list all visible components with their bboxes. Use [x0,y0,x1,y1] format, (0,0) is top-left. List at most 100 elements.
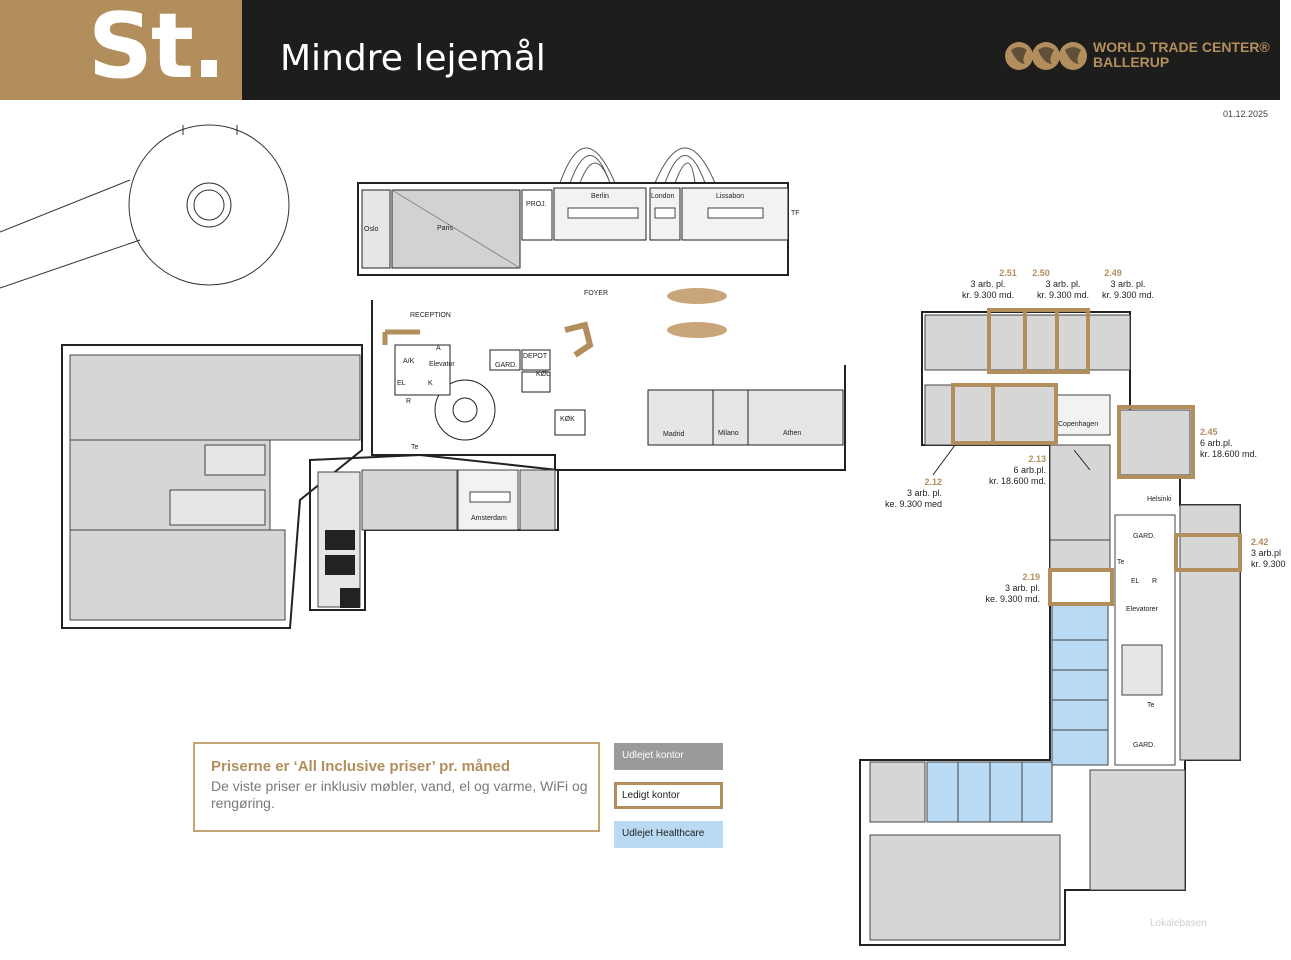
room-milano: Milano [718,430,739,437]
room-paris: Paris [437,225,453,232]
unit-label-2-13: 2.13 6 arb.pl. kr. 18.600 md. [974,454,1046,487]
unit-workplaces: 3 arb. pl. [1004,583,1040,593]
room-a: A [436,345,441,352]
legend-label: Udlejet Healthcare [622,828,705,839]
room-k: K [428,380,433,387]
room-amsterdam: Amsterdam [471,515,507,522]
unit-workplaces: 3 arb. pl. [1110,279,1146,289]
room-depot: DEPOT [523,353,548,360]
room-lissabon: Lissabon [716,193,745,200]
room-te-3: Te [1147,702,1155,709]
unit-price: ke. 9.300 md. [985,594,1040,604]
foyer-area [371,288,846,471]
room-kok: KØK [560,416,575,423]
room-copenhagen: Copenhagen [1058,421,1099,428]
floor-code: St. [88,0,226,99]
unit-2-12-frame[interactable] [951,383,995,445]
room-r: R [406,398,412,405]
unit-price: kr. 9.300 [1251,559,1286,569]
price-info-title: Priserne er ‘All Inclusive priser’ pr. m… [211,758,511,775]
unit-2-19-frame[interactable] [1048,568,1114,606]
unit-2-42-frame[interactable] [1174,533,1242,572]
unit-workplaces: 3 arb.pl [1251,548,1282,558]
watermark: Lokalebasen [1150,918,1207,929]
price-info-description: De viste priser er inklusiv møbler, vand… [211,778,588,811]
room-gard-2: GARD. [1133,533,1156,540]
room-r-2: R [1152,578,1158,585]
unit-id: 2.49 [1104,268,1122,278]
unit-2-49-details: 3 arb. pl. kr. 9.300 md. [1092,279,1164,301]
unit-label-2-42: 2.42 3 arb.pl kr. 9.300 [1251,537,1291,570]
unit-id: 2.42 [1251,537,1269,547]
room-berlin: Berlin [591,193,609,200]
unit-price: kr. 18.600 md. [988,476,1046,486]
unit-price: kr. 9.300 md. [961,290,1015,300]
unit-workplaces: 3 arb. pl. [1045,279,1081,289]
unit-label-2-19: 2.19 3 arb. pl. ke. 9.300 md. [968,572,1040,605]
room-london: London [651,193,675,200]
brand-line-2: BALLERUP [1093,54,1170,70]
top-wing [357,182,789,276]
unit-workplaces: 3 arb. pl. [970,279,1006,289]
brand-name: WORLD TRADE CENTER® BALLERUP [1093,40,1270,70]
room-reception: RECEPTION [410,312,451,319]
floor-plan [0,124,1242,946]
unit-price: kr. 18.600 md. [1200,449,1258,459]
room-kol: KØL [536,371,551,378]
unit-price: ke. 9.300 med [884,499,942,509]
room-oslo: Oslo [364,226,379,233]
unit-2-50-details: 3 arb. pl. kr. 9.300 md. [1027,279,1099,301]
room-athen: Athen [783,430,802,437]
left-wing [61,344,363,629]
legend-available-office: Ledigt kontor [614,782,723,809]
right-wing [859,311,1241,946]
room-te-2: Te [1117,559,1125,566]
plan-date: 01.12.2025 [1222,109,1268,119]
unit-label-2-49: 2.49 [1102,268,1124,279]
unit-label-2-45: 2.45 6 arb.pl. kr. 18.600 md. [1200,427,1266,460]
unit-id: 2.12 [924,477,942,487]
room-madrid: Madrid [663,431,685,438]
unit-2-51-details: 3 arb. pl. kr. 9.300 md. [952,279,1024,301]
globe-logo-icon [1005,42,1087,70]
unit-workplaces: 3 arb. pl. [906,488,942,498]
legend-label: Udlejet kontor [622,750,684,761]
room-ak: A/K [403,358,415,365]
unit-2-45-frame[interactable] [1117,405,1195,479]
legend-label: Ledigt kontor [622,790,680,801]
room-gard: GARD. [495,362,518,369]
legend-rented-healthcare: Udlejet Healthcare [614,821,723,848]
unit-label-2-12: 2.12 3 arb. pl. ke. 9.300 med [868,477,942,510]
header-bar: St. Mindre lejemål WORLD TRADE CENTER® B… [0,0,1280,100]
room-helsinki: Helsinki [1147,496,1172,503]
unit-workplaces: 6 arb.pl. [1013,465,1046,475]
room-elevatorer: Elevatorer [1126,606,1158,613]
room-proj: PROJ. [526,201,547,208]
room-gard-3: GARD. [1133,742,1156,749]
room-foyer: FOYER [584,290,609,297]
unit-label-2-51: 2.51 [988,268,1028,279]
unit-2-49-frame[interactable] [1055,308,1090,374]
floor-badge: St. [0,0,242,100]
unit-label-2-50: 2.50 [1025,268,1057,279]
room-elevator: Elevator [429,361,455,368]
unit-workplaces: 6 arb.pl. [1200,438,1233,448]
page-title: Mindre lejemål [280,38,546,79]
room-el: EL [397,380,406,387]
middle-block [309,453,559,611]
unit-id: 2.51 [999,268,1017,278]
room-tf: TF [791,210,800,217]
room-el-2: EL [1131,578,1140,585]
available-units [951,308,1242,606]
unit-id: 2.50 [1032,268,1050,278]
price-info-box: Priserne er ‘All Inclusive priser’ pr. m… [193,742,600,832]
legend-rented-office: Udlejet kontor [614,743,723,770]
unit-id: 2.19 [1022,572,1040,582]
room-te: Te [411,444,419,451]
brand-logo: WORLD TRADE CENTER® BALLERUP [1003,36,1280,76]
unit-price: kr. 9.300 md. [1036,290,1090,300]
unit-id: 2.45 [1200,427,1218,437]
brand-line-1: WORLD TRADE CENTER® [1093,39,1270,55]
unit-price: kr. 9.300 md. [1101,290,1155,300]
unit-id: 2.13 [1028,454,1046,464]
